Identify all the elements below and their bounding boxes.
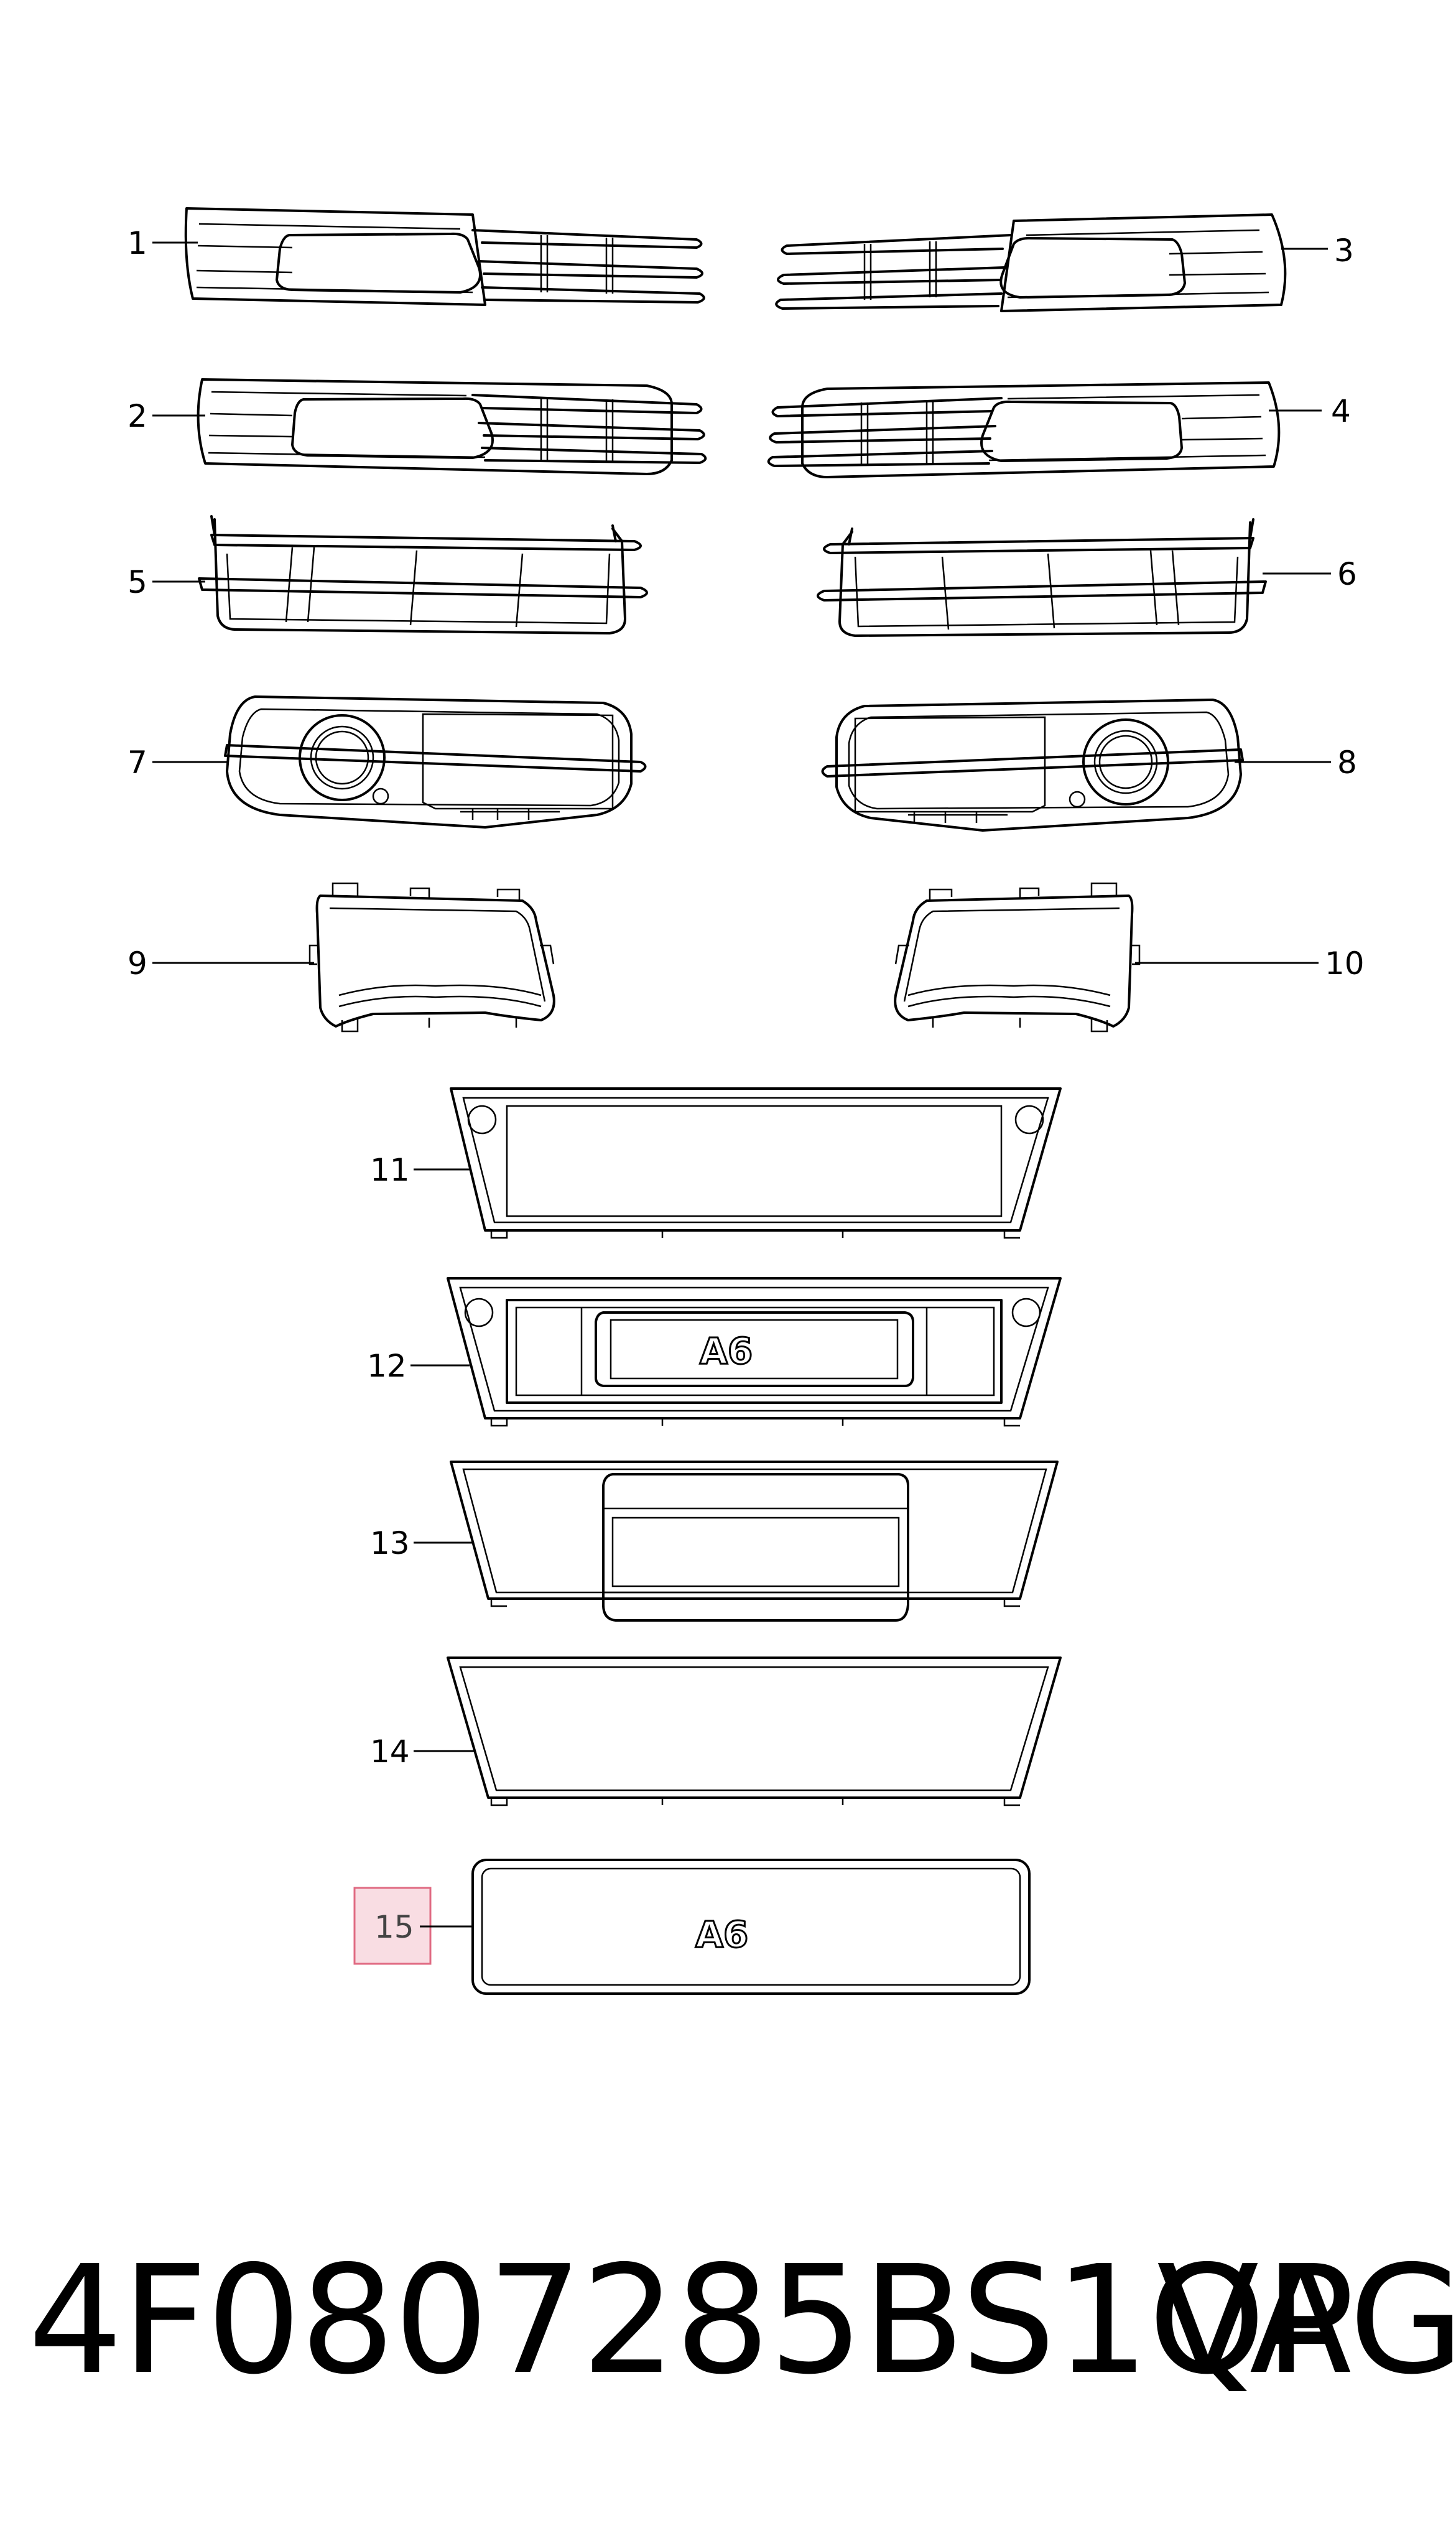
- part-11-center-trim: [450, 1087, 1062, 1239]
- brand-name: VAG: [1157, 2233, 1456, 2407]
- callout-11: 11: [370, 1152, 410, 1188]
- callout-3: 3: [1334, 233, 1354, 269]
- part-1-grille-left: [184, 207, 705, 306]
- part-8-fog-bezel-right: [821, 699, 1244, 832]
- callout-2: 2: [128, 398, 147, 434]
- part-7-fog-bezel-left: [224, 695, 647, 829]
- callout-5: 5: [128, 564, 147, 600]
- part-9-bracket-left: [308, 882, 555, 1033]
- part-5-frame-left: [198, 515, 648, 634]
- part-2-grille-left: [197, 378, 707, 475]
- callout-4: 4: [1331, 393, 1351, 429]
- callout-6: 6: [1337, 556, 1357, 592]
- callout-1: 1: [128, 225, 147, 261]
- part-13-insert-panel: [450, 1461, 1059, 1622]
- callout-9: 9: [128, 946, 147, 982]
- part-15-badge-text: A6: [695, 1913, 748, 1956]
- part-4-grille-right: [767, 381, 1281, 478]
- part-3-grille-right: [775, 213, 1287, 312]
- part-12-badge-text: A6: [700, 1330, 753, 1372]
- callout-10: 10: [1325, 946, 1365, 982]
- part-6-frame-right: [817, 518, 1267, 637]
- callout-7: 7: [128, 745, 147, 781]
- part-number: 4F0807285BS1QP: [28, 2233, 1355, 2407]
- callout-15: 15: [374, 1909, 414, 1945]
- part-15-badge-plate: A6: [471, 1859, 1031, 1995]
- callout-13: 13: [370, 1525, 410, 1561]
- callout-12: 12: [367, 1348, 407, 1384]
- part-10-bracket-right: [894, 882, 1141, 1033]
- part-14-plain-panel: [447, 1656, 1062, 1806]
- callout-8: 8: [1337, 745, 1357, 781]
- callout-14: 14: [370, 1734, 410, 1770]
- part-12-center-trim-badge: A6: [447, 1277, 1062, 1427]
